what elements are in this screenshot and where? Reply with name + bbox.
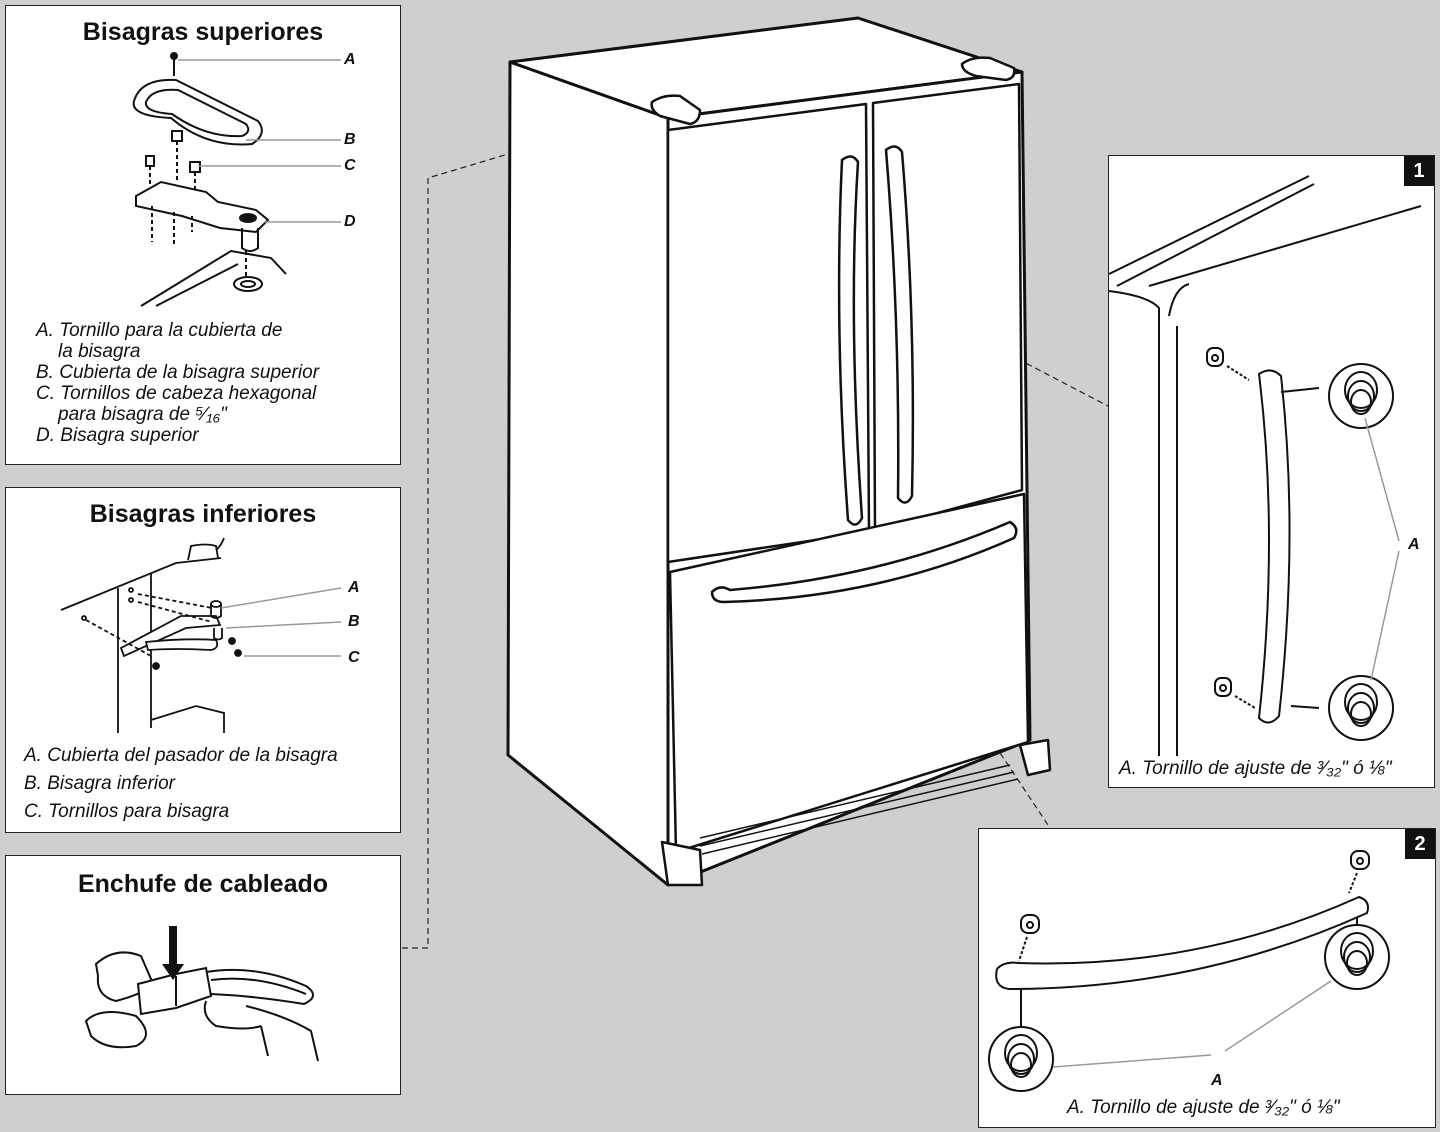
bottom-hinge-diagram bbox=[60, 537, 342, 733]
top-hinge-callout-d: D bbox=[344, 213, 356, 230]
step1-handle-diagram bbox=[1108, 175, 1422, 756]
bottom-hinge-callout-b: B bbox=[348, 613, 360, 630]
top-hinges-title: Bisagras superiores bbox=[82, 18, 324, 46]
top-hinges-panel: Bisagras superiores bbox=[5, 5, 401, 465]
top-hinge-callout-c: C bbox=[344, 157, 356, 174]
caption-line: B. Cubierta de la bisagra superior bbox=[36, 362, 320, 383]
step1-callout-a: A bbox=[1408, 536, 1420, 553]
caption-line: A. Tornillo para la cubierta de bbox=[36, 320, 283, 341]
step1-caption: A. Tornillo de ajuste de ³⁄₃₂" ó ⅛" bbox=[1119, 758, 1392, 779]
caption-line: B. Bisagra inferior bbox=[24, 773, 176, 794]
step2-caption: A. Tornillo de ajuste de ³⁄₃₂" ó ⅛" bbox=[1067, 1097, 1340, 1118]
caption-line: la bisagra bbox=[58, 341, 141, 362]
caption-line: D. Bisagra superior bbox=[36, 425, 199, 446]
bottom-hinges-panel: Bisagras inferiores A B bbox=[5, 487, 401, 833]
step1-badge: 1 bbox=[1404, 156, 1434, 186]
caption-line: C. Tornillos de cabeza hexagonal bbox=[36, 383, 317, 404]
bottom-hinge-callout-a: A bbox=[348, 579, 360, 596]
bottom-hinge-callout-c: C bbox=[348, 649, 360, 666]
step2-handle-diagram bbox=[988, 850, 1390, 1092]
top-hinge-callout-b: B bbox=[344, 131, 356, 148]
caption-line: A. Cubierta del pasador de la bisagra bbox=[24, 745, 338, 766]
caption-line: C. Tornillos para bisagra bbox=[24, 801, 230, 822]
caption-line: para bisagra de ⁵⁄₁₆" bbox=[58, 404, 227, 425]
step2-callout-a: A bbox=[1211, 1072, 1223, 1089]
bottom-hinges-title: Bisagras inferiores bbox=[89, 500, 317, 528]
wiring-title: Enchufe de cableado bbox=[77, 870, 329, 898]
bottom-hinges-caption: A. Cubierta del pasador de la bisagra B.… bbox=[24, 742, 338, 826]
top-hinges-caption: A. Tornillo para la cubierta de la bisag… bbox=[36, 320, 319, 446]
wiring-panel: Enchufe de cableado bbox=[5, 855, 401, 1095]
step2-badge: 2 bbox=[1405, 829, 1435, 859]
top-hinge-callout-a: A bbox=[344, 51, 356, 68]
step1-panel: 1 A bbox=[1108, 155, 1435, 788]
wiring-plug-diagram bbox=[84, 926, 319, 1062]
step2-panel: 2 A A. Tornillo de ajuste de ³⁄₃₂" ó bbox=[978, 828, 1436, 1128]
top-hinge-diagram bbox=[132, 52, 341, 307]
